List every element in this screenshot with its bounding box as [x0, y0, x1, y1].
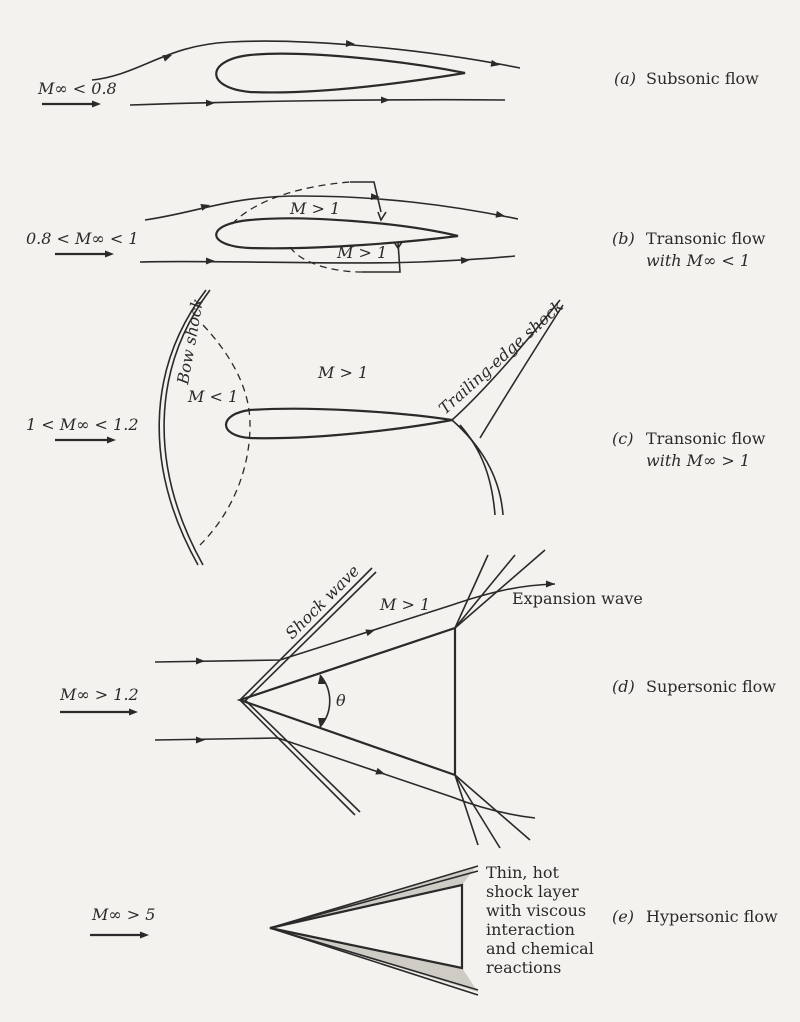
bow-shock-inner — [163, 289, 211, 566]
arrowhead — [196, 657, 205, 665]
panel-tag-d: (d) — [612, 677, 635, 696]
arrowhead — [318, 718, 326, 727]
streamline-b-lower — [139, 255, 516, 264]
shock-e-upper-b — [269, 870, 479, 929]
sonic-line-b-upper — [231, 181, 351, 225]
panel-d-supersonic: θ Shock wave M > 1 Expansion wave M∞ > 1… — [59, 549, 776, 849]
supersonic-region-label-c: M > 1 — [317, 363, 368, 382]
arrowhead — [381, 96, 390, 104]
streamline-a-lower — [129, 98, 506, 106]
shock-d-upper-a — [239, 567, 373, 701]
mach-label-a: M∞ < 0.8 — [37, 79, 117, 98]
streamline-d-upper — [154, 583, 556, 663]
shock-e-upper-a — [269, 865, 479, 929]
region-label-b-upper: M > 1 — [289, 199, 340, 218]
te-shock-label: Trailing-edge shock — [435, 296, 567, 418]
sonic-line-c — [199, 324, 251, 546]
panel-c-transonic-supercritical: Bow shock M < 1 M > 1 Trailing-edge shoc… — [26, 289, 766, 566]
expansion-fan-lower-2 — [454, 774, 501, 849]
shock-wave-label: Shock wave — [281, 561, 363, 643]
wedge-d — [236, 626, 457, 777]
note-line: with viscous — [486, 901, 586, 920]
arrowhead — [546, 580, 555, 588]
expansion-fan-upper-2 — [454, 554, 516, 629]
angle-arc-theta — [319, 674, 331, 728]
shock-d-upper-b — [243, 571, 377, 703]
arrowhead — [129, 708, 138, 716]
panel-title-b-line2: with M∞ < 1 — [646, 251, 750, 270]
shock-b-upper — [350, 181, 382, 213]
shock-d-lower-a — [239, 699, 356, 816]
panel-a-subsonic: M∞ < 0.8 (a) Subsonic flow — [37, 40, 759, 108]
arrowhead — [495, 210, 506, 220]
arrowhead — [365, 626, 377, 637]
note-line: Thin, hot — [486, 863, 560, 882]
arrowhead — [460, 256, 471, 264]
note-line: interaction — [486, 920, 575, 939]
shock-b-upper-foot — [377, 211, 387, 222]
wedge-e — [269, 883, 464, 970]
panel-tag-e: (e) — [612, 907, 634, 926]
note-line: reactions — [486, 958, 561, 977]
te-shock-lower-outer — [451, 419, 504, 516]
arrowhead — [318, 675, 326, 684]
panel-e-hypersonic: M∞ > 5 Thin, hot shock layer with viscou… — [90, 863, 778, 996]
panel-tag-b: (b) — [612, 229, 635, 248]
streamline-d-lower — [154, 737, 536, 819]
subsonic-region-label-c: M < 1 — [187, 387, 238, 406]
panel-title-c-line2: with M∞ > 1 — [646, 451, 750, 470]
expansion-fan-upper-3 — [454, 549, 546, 629]
arrowhead — [196, 736, 205, 744]
airfoil-b — [215, 217, 459, 250]
panel-title-d: Supersonic flow — [646, 677, 776, 696]
bow-shock-label: Bow shock — [173, 297, 207, 387]
panel-tag-a: (a) — [614, 69, 636, 88]
mach-label-b: 0.8 < M∞ < 1 — [26, 229, 139, 248]
panel-title-b-line1: Transonic flow — [646, 229, 766, 248]
panel-title-c-line1: Transonic flow — [646, 429, 766, 448]
mach-label-d: M∞ > 1.2 — [59, 685, 139, 704]
region-label-d: M > 1 — [379, 595, 430, 614]
shock-d-lower-b — [244, 699, 361, 813]
arrowhead — [345, 40, 356, 48]
expansion-wave-label: Expansion wave — [512, 589, 643, 608]
arrowhead — [206, 257, 215, 265]
arrowhead — [92, 100, 101, 108]
sonic-line-b-lower — [289, 246, 363, 273]
bow-shock-outer — [158, 289, 207, 566]
te-shock-upper-inner — [479, 304, 564, 439]
angle-label-theta: θ — [336, 691, 346, 710]
airfoil-c — [224, 407, 453, 440]
mach-label-c: 1 < M∞ < 1.2 — [26, 415, 139, 434]
note-line: shock layer — [486, 882, 579, 901]
panel-title-a: Subsonic flow — [646, 69, 759, 88]
shock-b-lower — [362, 241, 401, 273]
arrowhead — [105, 250, 114, 258]
streamline-a-upper — [91, 40, 521, 81]
arrowhead — [205, 99, 216, 107]
arrowhead — [107, 436, 116, 444]
region-label-b-lower: M > 1 — [336, 243, 387, 262]
panel-title-e: Hypersonic flow — [646, 907, 778, 926]
expansion-fan-upper-1 — [454, 554, 489, 629]
expansion-fan-lower-3 — [454, 774, 531, 841]
arrowhead — [375, 767, 387, 778]
te-shock-junction — [459, 424, 481, 453]
streamline-b-upper — [144, 195, 519, 221]
expansion-fan-lower-1 — [454, 774, 479, 846]
shock-b-lower-foot — [393, 241, 403, 250]
mach-label-e: M∞ > 5 — [91, 905, 155, 924]
te-shock-upper-outer — [451, 299, 561, 421]
airfoil-a — [215, 52, 466, 94]
note-line: and chemical — [486, 939, 594, 958]
arrowhead — [140, 931, 149, 939]
panel-b-transonic-subcritical: M > 1 M > 1 0.8 < M∞ < 1 (b) Transonic f… — [26, 181, 766, 273]
panel-tag-c: (c) — [612, 429, 633, 448]
te-shock-lower-inner — [459, 424, 496, 516]
shock-e-lower-b — [269, 927, 479, 996]
